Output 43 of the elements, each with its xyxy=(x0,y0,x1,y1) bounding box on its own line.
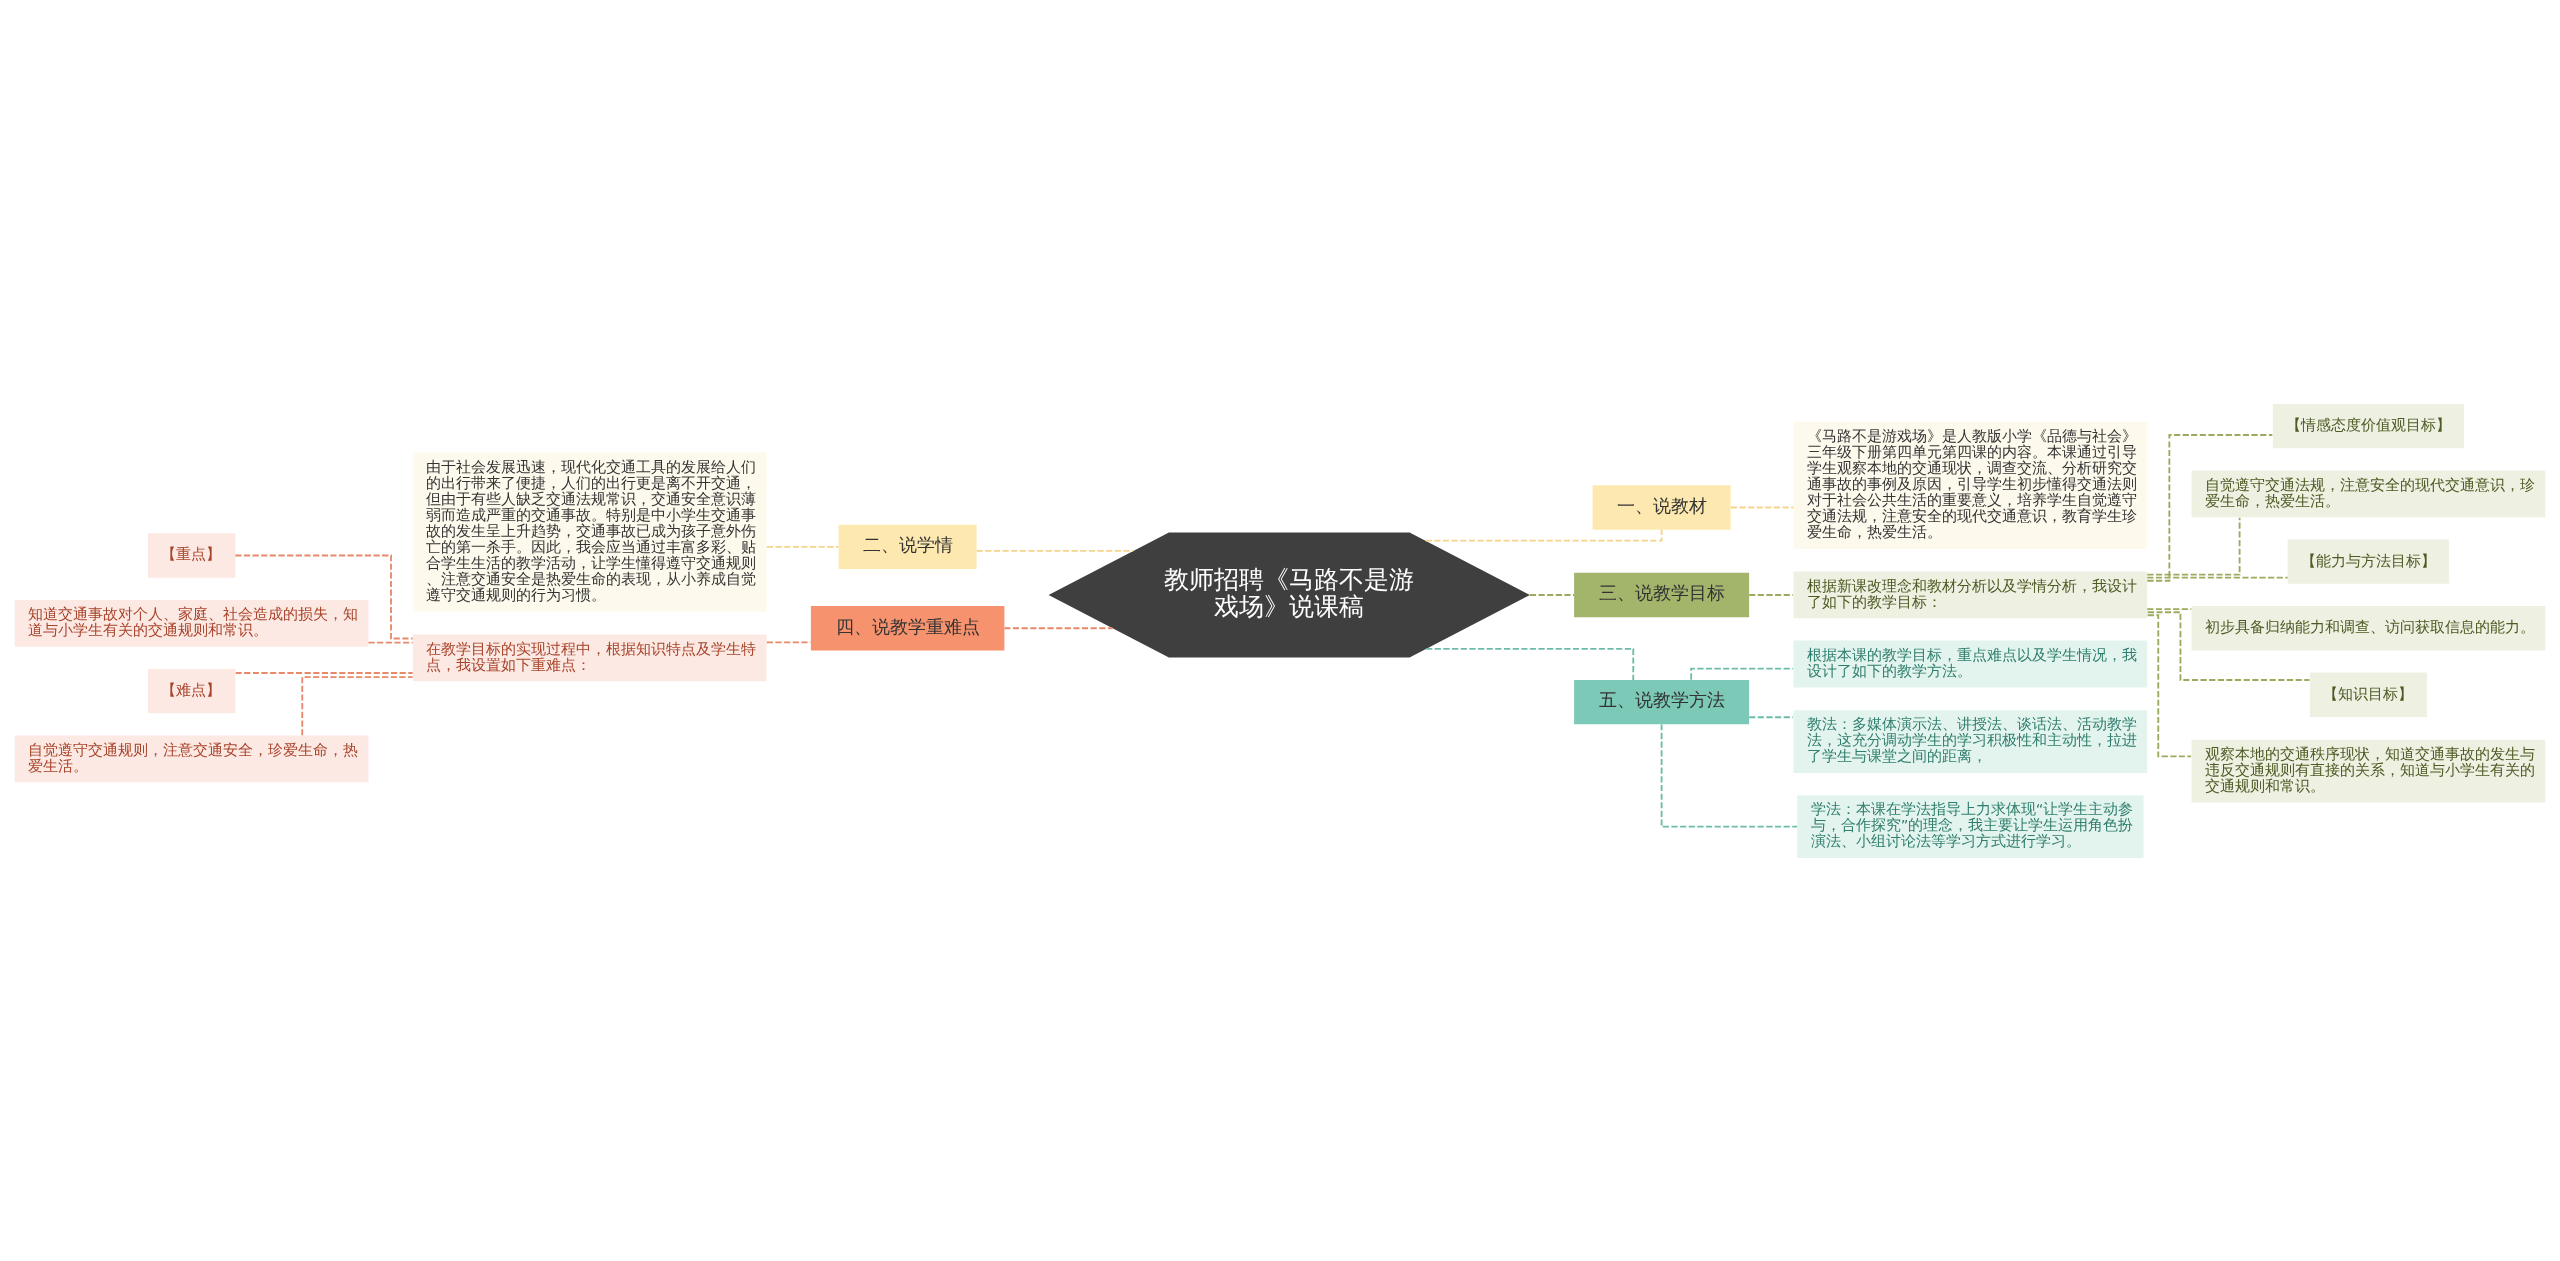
node-box: 【情感态度价值观目标】 xyxy=(2272,403,2464,448)
node-box: 教法：多媒体演示法、讲授法、谈话法、活动教学法，这充分调动学生的学习积极性和主动性，拉进了学生与课堂之间的距离， xyxy=(1793,709,2148,773)
node-box: 学法：本课在学法指导上力求体现“让学生主动参与，合作探究”的理念，我主要让学生运用角色扮演法、小组讨论法等学习方式进行学习。 xyxy=(1797,794,2144,858)
connector xyxy=(765,545,840,548)
node-box: 根据本课的教学目标，重点难点以及学生情况，我设计了如下的教学方法。 xyxy=(1793,640,2148,687)
node-box: 四、说教学重难点 xyxy=(810,605,1005,650)
connector xyxy=(367,641,414,644)
node-box: 【知识目标】 xyxy=(2309,672,2427,717)
node-box: 初步具备归纳能力和调查、访问获取信息的能力。 xyxy=(2191,605,2546,650)
connector xyxy=(765,640,812,643)
node-box: 三、说教学目标 xyxy=(1574,572,1750,617)
connector xyxy=(2146,610,2311,681)
node-box: 【能力与方法目标】 xyxy=(2287,539,2450,584)
connector xyxy=(1729,506,1795,508)
node-box: 自觉遵守交通法规，注意安全的现代交通意识，珍爱生命，热爱生活。 xyxy=(2191,470,2546,517)
node-box: 五、说教学方法 xyxy=(1574,679,1750,724)
connector xyxy=(1003,626,1114,629)
connector xyxy=(1690,667,1795,681)
node-box: 一、说教材 xyxy=(1592,484,1731,530)
connector xyxy=(2146,576,2289,579)
connector xyxy=(1748,715,1794,718)
node-box: 知道交通事故对个人、家庭、社会造成的损失，知道与小学生有关的交通规则和常识。 xyxy=(14,599,369,647)
node-box: 在教学目标的实现过程中，根据知识特点及学生特点，我设置如下重难点： xyxy=(412,633,767,681)
node-box: 观察本地的交通秩序现状，知道交通事故的发生与违反交通规则有直接的关系，知道与小学生有关的交通规则和常识。 xyxy=(2191,739,2546,803)
connector xyxy=(1528,593,1575,596)
node-box: 自觉遵守交通规则，注意交通安全，珍爱生命，热爱生活。 xyxy=(14,734,369,782)
connector xyxy=(301,675,414,736)
connector xyxy=(975,549,1135,552)
node-box: 【难点】 xyxy=(147,668,236,713)
connector xyxy=(234,554,414,639)
connector xyxy=(2146,516,2241,576)
connector xyxy=(2146,433,2274,582)
connector xyxy=(1424,528,1663,542)
node-box: 二、说学情 xyxy=(838,524,977,569)
connector xyxy=(1425,647,1635,681)
connector xyxy=(2146,607,2193,610)
node-box: 【重点】 xyxy=(147,532,236,578)
node-box: 《马路不是游戏场》是人教版小学《品德与社会》三年级下册第四单元第四课的内容。本课通过引导学生观察本地的交通现状，调查交流、分析研究交通事故的事例及原因，引导学生初步懂得交通法则对于社会公共生活的重要意义，培养学生自觉遵守交通法规，注意安全的现代交通意识，教育学生珍爱生命，热爱生活。 xyxy=(1793,421,2148,549)
node-box: 由于社会发展迅速，现代化交通工具的发展给人们的出行带来了便捷，人们的出行更是离不开交通，但由于有些人缺乏交通法规常识，交通安全意识薄弱而造成严重的交通事故。特别是中小学生交通事故的发生呈上升趋势，交通事故已成为孩子意外伤亡的第一杀手。因此，我会应当通过丰富多彩、贴合学生生活的教学活动，让学生懂得遵守交通规则、注意交通安全是热爱生命的表现，从小养成自觉遵守交通规则的行为习惯。 xyxy=(412,452,767,612)
node-box: 根据新课改理念和教材分析以及学情分析，我设计了如下的教学目标： xyxy=(1793,571,2148,618)
connector xyxy=(1748,593,1794,596)
connector xyxy=(234,671,414,674)
connector xyxy=(1660,723,1798,828)
